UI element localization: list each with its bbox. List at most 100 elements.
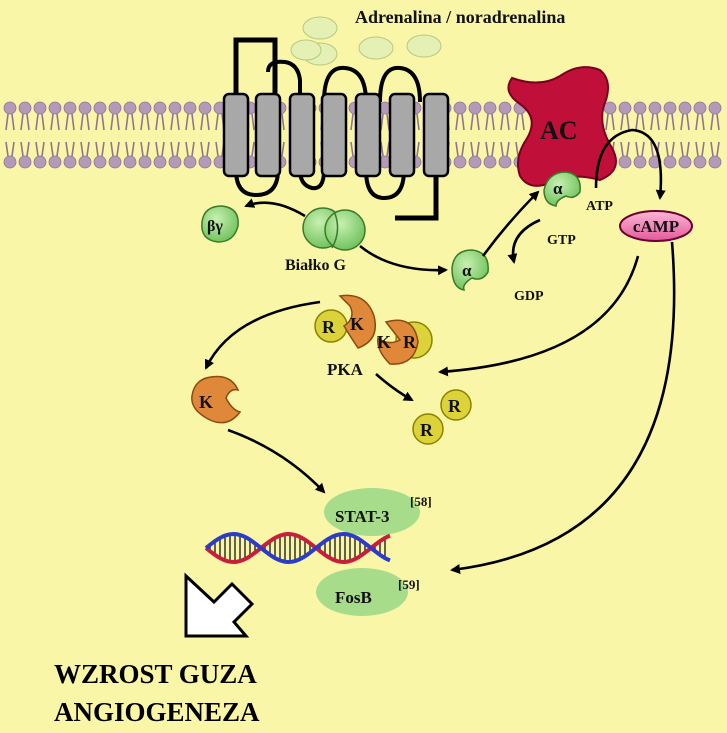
- arrow-alpha-to-ac: [481, 190, 540, 257]
- pka-r2-label: R: [403, 332, 417, 352]
- lipid-head-top: [678, 101, 692, 115]
- arrow-to-alpha: [359, 244, 448, 276]
- lipid-tail-top: [470, 113, 480, 131]
- lipid-tail-bottom: [680, 141, 690, 157]
- fosb-label: FosB: [335, 588, 372, 607]
- lipid-tail-top: [515, 113, 525, 131]
- lipid-tail-bottom: [500, 141, 510, 157]
- lipid-head-bottom: [168, 155, 182, 169]
- lipid-head-bottom: [618, 155, 632, 169]
- lipid-tail-bottom: [200, 141, 210, 157]
- lipid-head-top: [123, 101, 137, 115]
- ligand-molecule-2: [358, 36, 394, 60]
- lipid-head-top: [108, 101, 122, 115]
- lipid-tail-top: [485, 113, 495, 131]
- lipid-head-bottom: [633, 155, 647, 169]
- adenylyl-cyclase: AC: [507, 66, 617, 187]
- lipid-head-bottom: [18, 155, 32, 169]
- receptor-helix-3: [288, 92, 316, 178]
- lipid-tail-top: [650, 113, 660, 131]
- lipid-head-top: [3, 101, 17, 115]
- free-catalytic-subunit: K: [191, 375, 242, 424]
- lipid-tail-bottom: [710, 141, 720, 157]
- alpha-on-ac-label: α: [553, 179, 563, 198]
- lipid-tail-bottom: [80, 141, 90, 157]
- ac-label: AC: [540, 116, 578, 145]
- arrow-to-beta-gamma: [244, 198, 306, 218]
- lipid-tail-top: [680, 113, 690, 131]
- lipid-tail-top: [500, 113, 510, 131]
- stat3-factor: STAT-3 [58]: [324, 488, 432, 536]
- lipid-head-top: [468, 101, 482, 115]
- lipid-head-bottom: [198, 155, 212, 169]
- lipid-tail-top: [695, 113, 705, 131]
- beta-gamma-subunit: βγ: [201, 205, 239, 243]
- lipid-head-bottom: [123, 155, 137, 169]
- lipid-tail-top: [170, 113, 180, 131]
- lipid-tail-top: [5, 113, 15, 131]
- pka-k2-label: K: [377, 332, 391, 352]
- lipid-tail-top: [80, 113, 90, 131]
- alpha-label: α: [462, 261, 472, 280]
- lipid-tail-bottom: [620, 141, 630, 157]
- beta-adrenergic-receptor: [222, 37, 450, 221]
- receptor-helix-2: [254, 92, 282, 178]
- lipid-head-top: [648, 101, 662, 115]
- lipid-head-top: [168, 101, 182, 115]
- lipid-tail-bottom: [95, 141, 105, 157]
- arrow-camp-to-pka: [438, 255, 640, 377]
- free-regulatory-subunits: R R: [412, 389, 472, 445]
- camp-label: cAMP: [633, 217, 679, 236]
- lipid-tail-top: [110, 113, 120, 131]
- lipid-tail-top: [200, 113, 210, 131]
- atp-label: ATP: [586, 199, 613, 214]
- outcome-arrow: [184, 572, 255, 638]
- stat3-label: STAT-3: [335, 507, 390, 526]
- lipid-tail-bottom: [185, 141, 195, 157]
- arrow-camp-to-fosb: [450, 241, 676, 574]
- camp-molecule: cAMP: [619, 210, 693, 242]
- lipid-head-bottom: [498, 155, 512, 169]
- lipid-head-bottom: [483, 155, 497, 169]
- lipid-tail-bottom: [110, 141, 120, 157]
- lipid-tail-bottom: [470, 141, 480, 157]
- pka-r1-label: R: [322, 317, 336, 337]
- lipid-head-top: [18, 101, 32, 115]
- lipid-head-top: [633, 101, 647, 115]
- lipid-tail-bottom: [65, 141, 75, 157]
- arrow-pka-to-k: [204, 300, 321, 370]
- dna-strand-blue: [204, 531, 391, 565]
- lipid-tail-top: [125, 113, 135, 131]
- lipid-head-top: [693, 101, 707, 115]
- lipid-tail-top: [710, 113, 720, 131]
- ligand-molecule-1: [302, 16, 338, 40]
- lipid-tail-bottom: [5, 141, 15, 157]
- fosb-ref: [59]: [398, 577, 420, 592]
- lipid-head-bottom: [678, 155, 692, 169]
- adrenaline-molecules: [290, 16, 442, 66]
- lipid-head-top: [483, 101, 497, 115]
- dna-strand-red: [204, 531, 391, 565]
- receptor-helix-1: [222, 92, 250, 178]
- lipid-tail-bottom: [635, 141, 645, 157]
- ligand-molecule-4: [406, 34, 442, 58]
- lipid-tail-top: [605, 113, 615, 131]
- lipid-head-top: [138, 101, 152, 115]
- lipid-tail-top: [620, 113, 630, 131]
- lipid-tail-top: [50, 113, 60, 131]
- lipid-head-bottom: [108, 155, 122, 169]
- outcome-line1: WZROST GUZA: [54, 659, 257, 689]
- lipid-head-bottom: [48, 155, 62, 169]
- lipid-head-top: [63, 101, 77, 115]
- outcome-line2: ANGIOGENEZA: [54, 697, 260, 727]
- lipid-tail-top: [635, 113, 645, 131]
- lipid-head-bottom: [93, 155, 107, 169]
- lipid-head-bottom: [138, 155, 152, 169]
- lipid-tail-top: [140, 113, 150, 131]
- ligand-label: Adrenalina / noradrenalina: [355, 7, 565, 27]
- g-protein: Białko G: [285, 207, 366, 274]
- lipid-head-bottom: [453, 155, 467, 169]
- g-protein-label: Białko G: [285, 257, 346, 274]
- lipid-head-top: [78, 101, 92, 115]
- free-k-label: K: [199, 392, 213, 412]
